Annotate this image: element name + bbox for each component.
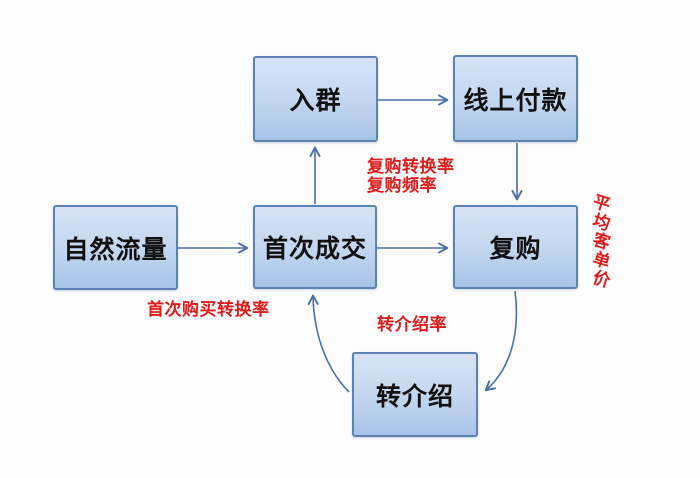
node-first-deal: 首次成交 — [253, 205, 377, 289]
node-online-payment-label: 线上付款 — [463, 86, 568, 115]
label-repurchase-frequency: 复购频率 — [367, 176, 437, 195]
label-average-order-value: 平均客单价 — [590, 191, 613, 292]
label-referral-rate: 转介绍率 — [377, 315, 447, 334]
label-repurchase-rates: 复购转换率 复购频率 — [367, 157, 455, 195]
node-referral-label: 转介绍 — [375, 382, 454, 411]
label-repurchase-conversion-rate: 复购转换率 — [367, 157, 455, 176]
node-referral: 转介绍 — [352, 352, 478, 437]
label-first-purchase-conversion-rate: 首次购买转换率 — [147, 300, 270, 319]
node-natural-traffic: 自然流量 — [53, 205, 178, 290]
node-natural-traffic-label: 自然流量 — [63, 235, 168, 264]
node-join-group-label: 入群 — [289, 87, 342, 115]
node-repurchase: 复购 — [453, 205, 578, 289]
arrow-repurchase-to-referral — [484, 290, 518, 392]
node-repurchase-label: 复购 — [489, 235, 542, 263]
node-join-group: 入群 — [253, 56, 378, 142]
node-online-payment: 线上付款 — [453, 55, 578, 142]
arrow-referral-to-first-deal — [307, 294, 350, 393]
node-first-deal-label: 首次成交 — [262, 235, 367, 263]
